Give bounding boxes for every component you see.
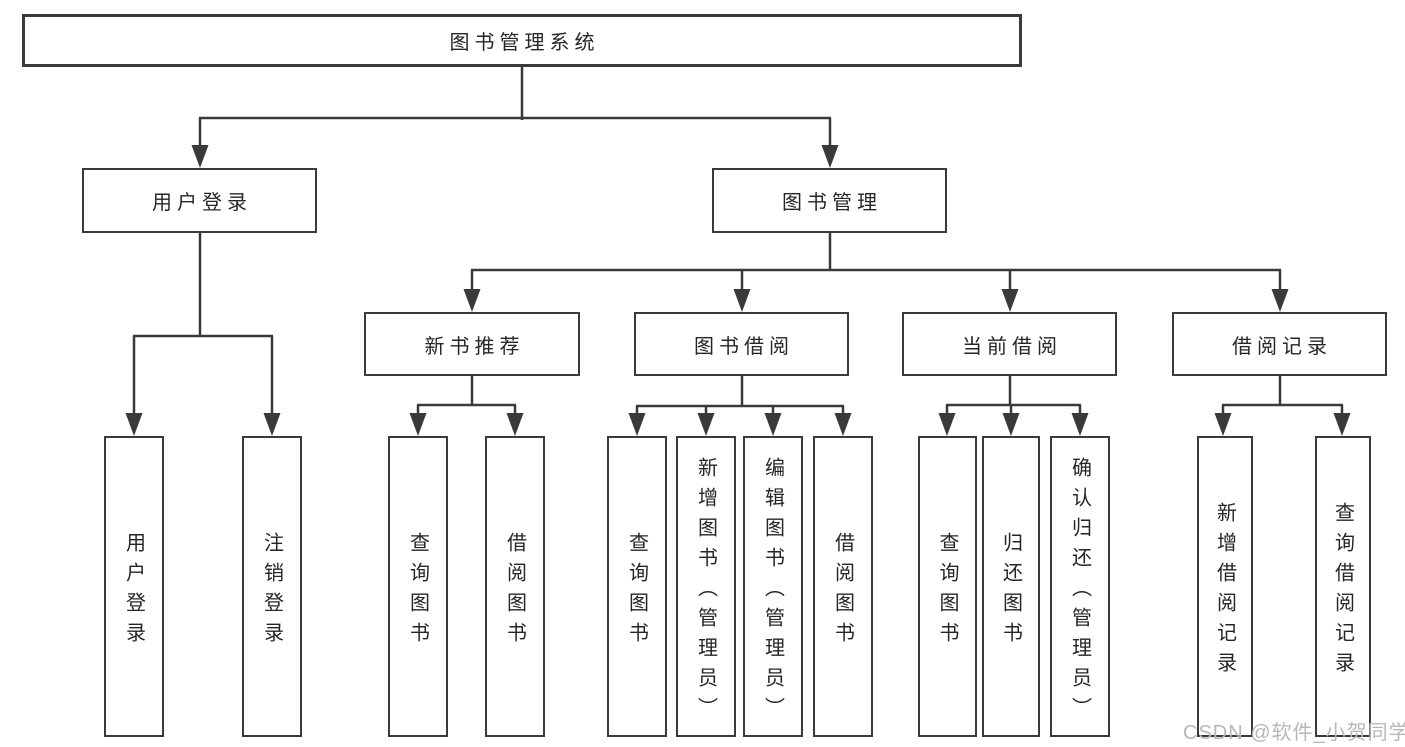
watermark: CSDN @软件_小贺同学 [1183,722,1405,744]
leaf-query-borrow-record: 查询借阅记录 [1315,436,1371,737]
arrowheads [125,145,1351,436]
node-new-book-recommend: 新书推荐 [364,312,580,376]
leaf-borrow-books-2: 借阅图书 [813,436,873,737]
leaf-label: 用户登录 [122,531,145,652]
leaf-label: 查询借阅记录 [1331,501,1354,682]
leaf-label: 注销登录 [260,531,283,652]
leaf-add-books-admin: 新增图书（管理员） [676,436,736,737]
leaf-label: 编辑图书（管理员） [761,456,784,727]
node-root: 图书管理系统 [22,14,1022,67]
leaf-label: 查询图书 [625,531,648,652]
node-root-label: 图书管理系统 [449,32,600,54]
node-label: 新书推荐 [424,335,525,358]
leaf-logout: 注销登录 [242,436,302,737]
leaf-query-books-3: 查询图书 [918,436,977,737]
leaf-label: 新增借阅记录 [1213,501,1236,682]
leaf-add-borrow-record: 新增借阅记录 [1197,436,1253,737]
node-current-borrowing: 当前借阅 [902,312,1117,376]
leaf-label: 查询图书 [936,531,958,652]
node-label: 借阅记录 [1232,335,1332,358]
leaf-label: 借阅图书 [831,531,854,652]
leaf-return-books: 归还图书 [982,436,1040,737]
node-borrowing-records: 借阅记录 [1172,312,1387,376]
node-label: 图书管理 [782,192,882,214]
leaf-label: 查询图书 [406,531,429,652]
node-label: 图书借阅 [694,335,794,358]
leaf-borrow-books-1: 借阅图书 [485,436,545,737]
node-label: 用户登录 [152,192,252,214]
leaf-edit-books-admin: 编辑图书（管理员） [743,436,803,737]
leaf-confirm-return-admin: 确认归还（管理员） [1050,436,1110,737]
node-label: 当前借阅 [962,335,1062,358]
leaf-user-login: 用户登录 [104,436,164,737]
leaf-label: 归还图书 [999,531,1022,652]
node-book-management: 图书管理 [712,168,947,233]
node-book-borrowing: 图书借阅 [634,312,849,376]
leaf-query-books-2: 查询图书 [607,436,667,737]
node-user-login: 用户登录 [82,168,317,233]
leaf-label: 新增图书（管理员） [694,456,717,727]
leaf-label: 借阅图书 [503,531,526,652]
leaf-label: 确认归还（管理员） [1068,456,1091,727]
leaf-query-books-1: 查询图书 [388,436,448,737]
